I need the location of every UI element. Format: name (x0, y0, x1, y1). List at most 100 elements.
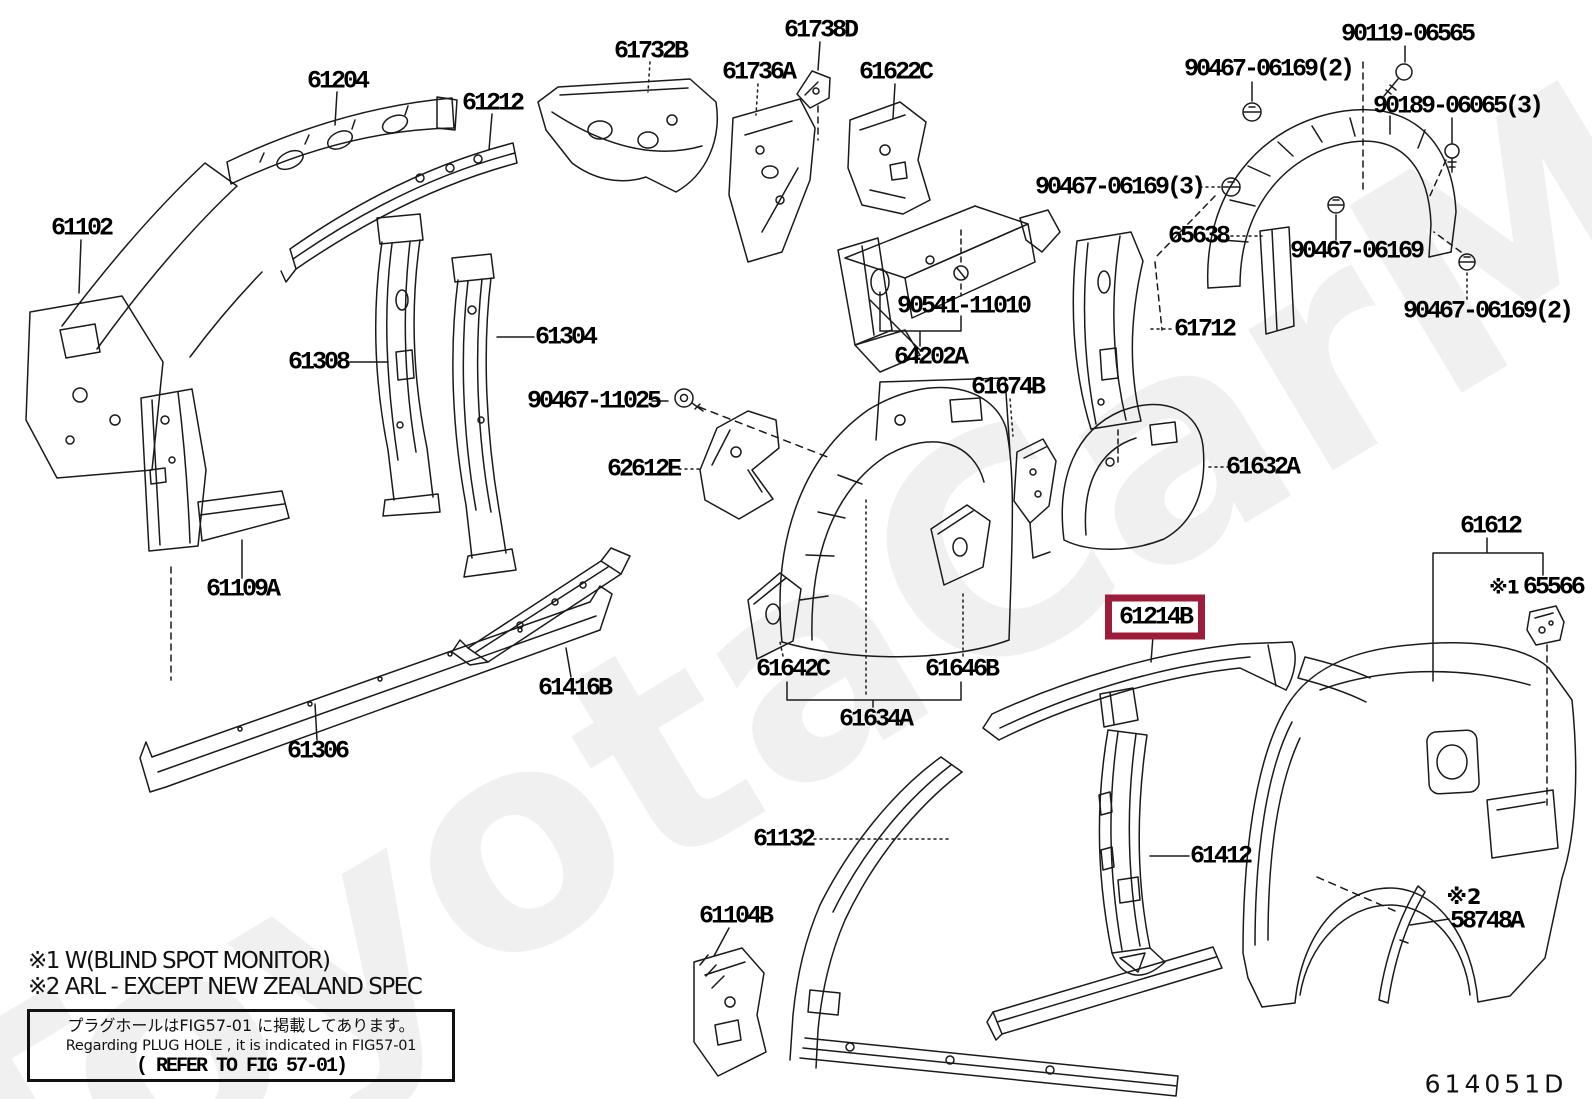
part-label-90467-06169[interactable]: 90467-06169 (1289, 236, 1425, 266)
part-number-text: 61214B (1118, 602, 1194, 632)
plug-hole-note-box: プラグホールはFIG57-01 に掲載してあります。 Regarding PLU… (27, 1009, 455, 1082)
part-number-text: 64202A (893, 342, 969, 372)
footnote-arl-spec: ※2 ARL - EXCEPT NEW ZEALAND SPEC (28, 974, 423, 1000)
part-label-61109A[interactable]: 61109A (205, 574, 281, 604)
part-label-61634A[interactable]: 61634A (839, 707, 914, 732)
part-sketch-61634A-wheelhouse (779, 377, 1014, 658)
part-number-text: 61642C (755, 654, 831, 684)
part-label-61204[interactable]: 61204 (306, 66, 370, 96)
part-label-61306[interactable]: 61306 (286, 736, 350, 766)
footnote-blind-spot-monitor: ※1 W(BLIND SPOT MONITOR) (28, 948, 331, 974)
part-sketch-61642C (747, 572, 802, 660)
part-label-61412[interactable]: 61412 (1189, 841, 1253, 871)
part-label-61304[interactable]: 61304 (534, 322, 598, 352)
clip-icon (1327, 196, 1345, 214)
part-label-90467-06169(2)[interactable]: 90467-06169(2) (1184, 57, 1355, 82)
part-sketch-61212 (280, 142, 518, 283)
part-number-text: 65638 (1167, 221, 1231, 251)
clip-icon (1458, 253, 1476, 271)
part-number-text: 90541-11010 (896, 291, 1032, 321)
part-label-61612[interactable]: 61612 (1459, 511, 1523, 541)
part-label-61674B[interactable]: 61674B (970, 372, 1046, 402)
part-label-61642C[interactable]: 61642C (755, 654, 831, 684)
part-sketch-61622C (847, 101, 931, 215)
part-label-90119-06565[interactable]: 90119-06565 (1340, 19, 1476, 49)
part-number-text: 90467-06169(2) (1402, 296, 1574, 326)
part-number-text: 61416B (537, 673, 613, 703)
part-sketch-61738D (796, 70, 831, 109)
part-sketch-65638-liner (1206, 109, 1457, 335)
part-label-61416B[interactable]: 61416B (537, 673, 613, 703)
part-number-text: 61612 (1459, 511, 1523, 541)
note-japanese: プラグホールはFIG57-01 に掲載してあります。 (67, 1016, 415, 1035)
part-number-text: 61204 (306, 66, 370, 96)
part-number-text: 61308 (287, 347, 351, 377)
part-number-text: 62612E (606, 454, 682, 484)
part-label-64202A[interactable]: 64202A (893, 342, 969, 372)
part-sketch-58748A (1378, 885, 1426, 1004)
part-label-61308[interactable]: 61308 (287, 347, 351, 377)
part-label-62612E[interactable]: 62612E (606, 454, 682, 484)
part-number-text: 90189-06065(3) (1372, 91, 1544, 121)
screw-grommet-icon (1444, 143, 1460, 173)
part-label-61212[interactable]: 61212 (462, 91, 525, 116)
note-english: Regarding PLUG HOLE , it is indicated in… (65, 1037, 417, 1054)
part-number-text: 61674B (970, 372, 1046, 402)
part-sketch-61204 (226, 96, 458, 185)
part-label-90541-11010[interactable]: 90541-11010 (896, 291, 1032, 321)
part-label-61632A[interactable]: 61632A (1225, 452, 1301, 482)
part-number-text: 61738D (783, 15, 859, 45)
part-label-61712[interactable]: 61712 (1173, 314, 1237, 344)
part-sketch-61646B (930, 504, 991, 586)
leader-lines (78, 41, 1548, 957)
part-label-61646B[interactable]: 61646B (924, 654, 1000, 684)
part-label-61622C[interactable]: 61622C (859, 60, 934, 85)
part-label-65638[interactable]: 65638 (1167, 221, 1231, 251)
part-number-text: 61632A (1225, 452, 1301, 482)
part-number-text: 65566 (1522, 572, 1586, 602)
part-sketch-roof-rail-rear (1297, 656, 1371, 703)
part-number-text: 90119-06565 (1340, 19, 1476, 49)
part-sketch-61674B (1013, 438, 1057, 559)
part-number-text: 90467-11025 (526, 386, 662, 416)
part-number-text: 61712 (1173, 314, 1237, 344)
part-label-58748A[interactable]: 58748A (1450, 909, 1525, 934)
part-label-61214B-highlighted[interactable]: 61214B (1104, 594, 1206, 640)
part-label-90467-06169(3)[interactable]: 90467-06169(3) (1034, 172, 1206, 202)
part-label-61102[interactable]: 61102 (50, 213, 114, 243)
clip-icon (1242, 102, 1262, 122)
part-label-61732B[interactable]: 61732B (614, 39, 689, 64)
part-number-text: 61102 (50, 213, 114, 243)
part-number-text: 61646B (924, 654, 1000, 684)
annotation-mark: ※2 (1446, 885, 1482, 909)
part-sketch-61412 (986, 729, 1223, 1041)
part-number-text: 90467-06169 (1289, 236, 1425, 266)
part-number-text: 61132 (752, 824, 816, 854)
part-sketch-61104B (693, 947, 767, 1077)
part-sketch-61109A (140, 388, 290, 552)
part-number-text: 61412 (1189, 841, 1253, 871)
note-reference: ( REFER TO FIG 57-01) (135, 1055, 348, 1079)
part-number-text: 90467-06169(3) (1034, 172, 1206, 202)
part-sketch-61416B (451, 547, 631, 666)
part-sketch-64202A (837, 205, 1061, 373)
part-number-text: 61109A (205, 574, 281, 604)
part-number-text: 61736A (721, 57, 797, 87)
part-sketch-61736A (728, 98, 816, 263)
part-label-90467-06169(2)[interactable]: 90467-06169(2) (1402, 296, 1574, 326)
part-number-text: 61304 (534, 322, 598, 352)
part-sketch-61132 (789, 756, 1179, 1097)
part-sketch-62612E (699, 410, 780, 520)
part-label-61738D[interactable]: 61738D (783, 15, 859, 45)
part-label-61104B[interactable]: 61104B (699, 904, 774, 929)
part-label-90467-11025[interactable]: 90467-11025 (526, 386, 662, 416)
part-sketch-61304 (451, 253, 517, 578)
part-label-61132[interactable]: 61132 (752, 824, 816, 854)
part-number-text: 61306 (286, 736, 350, 766)
part-label-61736A[interactable]: 61736A (721, 57, 797, 87)
part-label-90189-06065(3)[interactable]: 90189-06065(3) (1372, 91, 1544, 121)
part-sketch-61308 (375, 213, 441, 517)
